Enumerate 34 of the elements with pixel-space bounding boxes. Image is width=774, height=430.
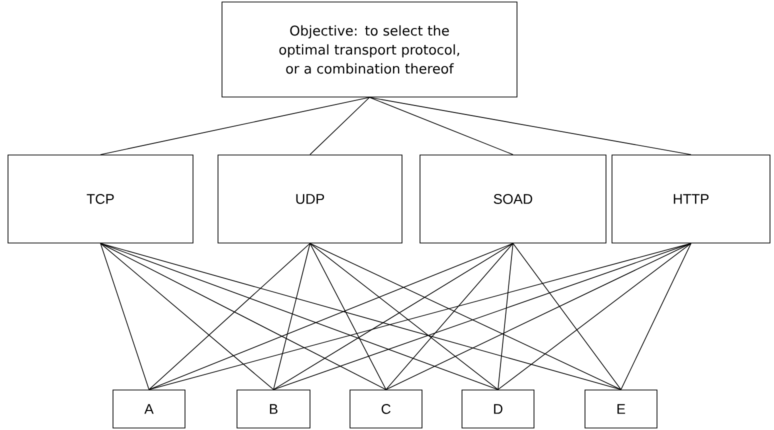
connector-line xyxy=(386,242,514,390)
connector-line xyxy=(310,242,498,390)
connector-line xyxy=(273,242,310,390)
alternative-box: B xyxy=(236,390,310,428)
criterion-box: SOAD xyxy=(420,154,606,244)
alternative-box: A xyxy=(112,390,186,428)
connector-line xyxy=(310,97,370,155)
connector-line xyxy=(369,97,692,155)
connector-line xyxy=(273,242,692,390)
criterion-box: UDP xyxy=(218,154,402,244)
connector-line xyxy=(369,97,514,155)
connector-line xyxy=(148,242,310,390)
connector-line xyxy=(310,242,386,390)
alternative-box: D xyxy=(462,390,534,428)
connector-line xyxy=(620,242,692,390)
connector-line xyxy=(100,242,386,390)
connector-line xyxy=(273,242,514,390)
connector-line xyxy=(100,97,370,155)
objective-box: Objective: to select the optimal transport protocol, or a combination thereof xyxy=(222,2,518,98)
connector-line xyxy=(310,242,622,390)
connector-line xyxy=(100,242,150,390)
connector-line xyxy=(148,242,692,390)
criterion-box: TCP xyxy=(8,154,194,244)
criterion-box: HTTP xyxy=(612,154,770,244)
connector-line xyxy=(512,242,622,390)
connector-line xyxy=(100,242,498,390)
connector-line xyxy=(498,242,514,390)
alternative-box: E xyxy=(584,390,658,428)
connector-line xyxy=(148,242,514,390)
connector-line xyxy=(100,242,622,390)
connector-line xyxy=(100,242,274,390)
connector-line xyxy=(498,242,692,390)
connector-line xyxy=(386,242,692,390)
alternative-box: C xyxy=(350,390,422,428)
